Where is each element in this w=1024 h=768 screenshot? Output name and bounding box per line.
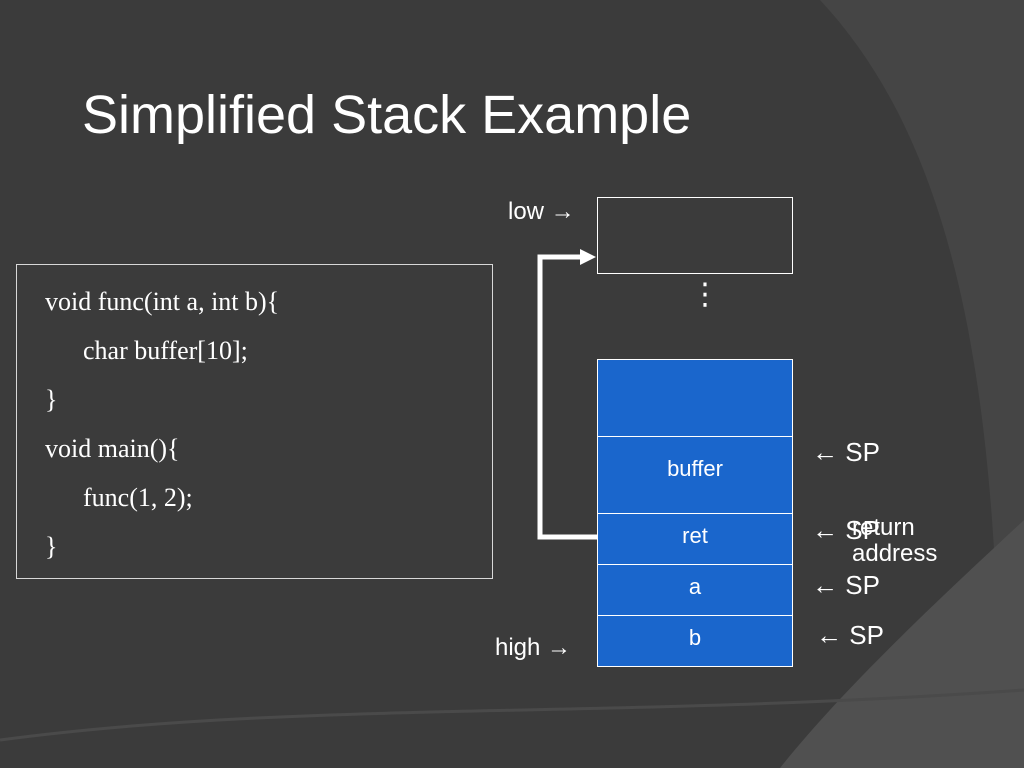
high-label: high → <box>495 634 572 661</box>
code-line: char buffer[10]; <box>83 336 248 365</box>
code-box: void func(int a, int b){ char buffer[10]… <box>16 264 493 579</box>
return-address-note: return address <box>852 515 937 567</box>
stack-cell-a: a <box>597 564 793 616</box>
stack-cell-b: b <box>597 615 793 667</box>
code-line: func(1, 2); <box>83 483 193 512</box>
sp-pointer: ← SP <box>812 570 880 600</box>
sp-pointer: ← SP <box>816 620 884 650</box>
sp-pointer: ← SP <box>812 515 880 545</box>
stack-cell-low <box>597 197 793 274</box>
return-address-note-line: address <box>852 540 938 567</box>
code-line: } <box>45 532 58 561</box>
slide-title: Simplified Stack Example <box>82 85 692 145</box>
stack-cell-ret: ret <box>597 513 793 565</box>
stack-cell-top <box>597 359 793 437</box>
sp-pointer: ← SP <box>812 437 880 467</box>
code-line: void main(){ <box>45 434 180 463</box>
stack-cell-buffer: buffer <box>597 436 793 514</box>
code-line: void func(int a, int b){ <box>45 287 280 316</box>
code-line: } <box>45 385 58 414</box>
return-address-note-line: return <box>852 514 915 541</box>
ellipsis-icon: ⋮ <box>690 278 720 311</box>
low-label: low → <box>508 198 575 225</box>
